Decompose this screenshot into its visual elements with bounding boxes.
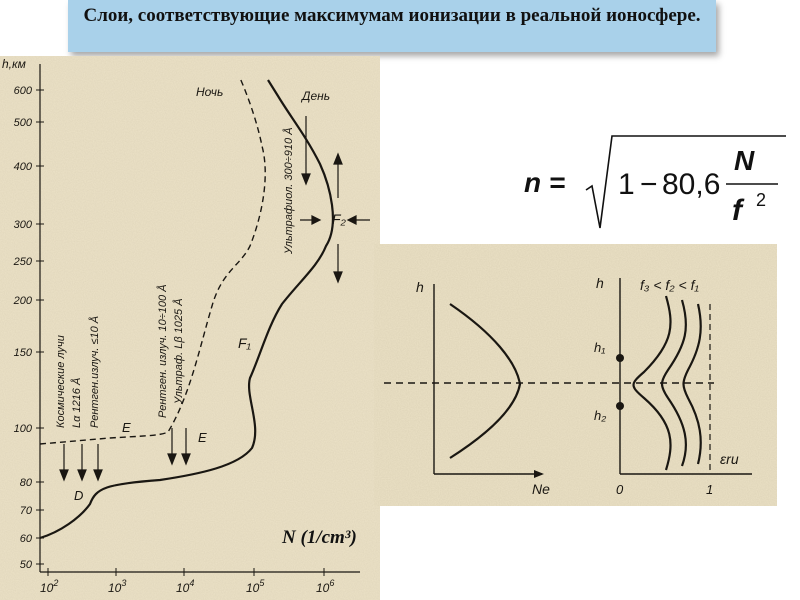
layer-f2-label: F₂ bbox=[332, 211, 347, 227]
formula-denominator: f bbox=[732, 194, 745, 227]
y-tick-label: 150 bbox=[14, 347, 33, 359]
annotation-lalpha: Lα 1216 Å bbox=[70, 378, 83, 428]
day-curve bbox=[39, 79, 334, 540]
sqrt-sign bbox=[585, 135, 786, 229]
day-label: День bbox=[300, 89, 330, 103]
curve-f3 bbox=[632, 295, 672, 471]
y-tick-label: 60 bbox=[20, 533, 33, 545]
formula-numerator: N bbox=[734, 145, 755, 176]
formula-exponent: 2 bbox=[756, 190, 766, 210]
layer-d-label: D bbox=[74, 488, 83, 503]
left-x-label: Ne bbox=[532, 481, 550, 497]
h1-label: h₁ bbox=[594, 340, 605, 355]
refraction-diagram: h Ne h f₃ < f₂ < f₁ εru 0 1 h₁ h₂ bbox=[374, 244, 777, 506]
x-tick-0: 0 bbox=[616, 482, 624, 497]
y-tick-label: 70 bbox=[20, 505, 33, 517]
x-tick-1: 1 bbox=[706, 482, 713, 497]
freq-order-label: f₃ < f₂ < f₁ bbox=[640, 277, 699, 293]
y-tick-label: 500 bbox=[14, 117, 33, 129]
slide-title: Слои, соответствующие максимумам ионизац… bbox=[83, 5, 701, 26]
y-tick-label: 400 bbox=[14, 161, 33, 173]
density-unit-label: N (1/cm³) bbox=[282, 527, 357, 548]
layer-f1-label: F₁ bbox=[238, 335, 252, 351]
right-x-label: εru bbox=[720, 451, 739, 467]
title-banner: Слои, соответствующие максимумам ионизац… bbox=[68, 0, 716, 52]
formula-minus: − bbox=[640, 168, 658, 201]
y-tick-label: 200 bbox=[13, 295, 33, 307]
annotation-xray-soft: Рентген.излуч. ≤10 Å bbox=[88, 316, 101, 428]
annotation-uv: Ультрафиол. 300÷910 Å bbox=[282, 127, 295, 255]
h1-marker bbox=[616, 354, 624, 362]
formula-one: 1 bbox=[618, 168, 635, 201]
y-tick-label: 80 bbox=[20, 477, 33, 489]
annotation-cosmic: Космические лучи bbox=[55, 335, 67, 428]
layer-e-label: E bbox=[122, 420, 131, 435]
y-tick-label: 600 bbox=[14, 85, 33, 97]
density-profile bbox=[449, 303, 522, 459]
y-axis-label: h,км bbox=[2, 57, 26, 71]
refractive-index-formula: n = 1 − 80,6 N f 2 bbox=[524, 135, 786, 229]
h2-marker bbox=[616, 402, 624, 410]
left-y-label: h bbox=[416, 279, 424, 295]
formula-coef: 80,6 bbox=[662, 168, 720, 201]
formula-lhs: n = bbox=[524, 167, 565, 198]
y-tick-label: 300 bbox=[14, 219, 33, 231]
layer-e2-label: E bbox=[198, 430, 207, 445]
h2-label: h₂ bbox=[594, 408, 606, 423]
y-tick-label: 250 bbox=[13, 256, 33, 268]
curve-f2 bbox=[660, 299, 688, 467]
right-y-label: h bbox=[596, 275, 604, 291]
annotation-xray: Рентген. излуч. 10÷100 Å bbox=[156, 284, 169, 418]
annotation-uv-lbeta: Ультраф. Lβ 1025 Å bbox=[172, 298, 185, 405]
penetration-arrows bbox=[59, 116, 370, 482]
night-label: Ночь bbox=[196, 85, 223, 99]
y-tick-label: 100 bbox=[14, 423, 33, 435]
y-ticks: 600 500 400 300 250 200 150 100 80 70 60 50 bbox=[13, 85, 44, 571]
curve-f1 bbox=[682, 303, 702, 465]
y-tick-label: 50 bbox=[20, 559, 33, 571]
